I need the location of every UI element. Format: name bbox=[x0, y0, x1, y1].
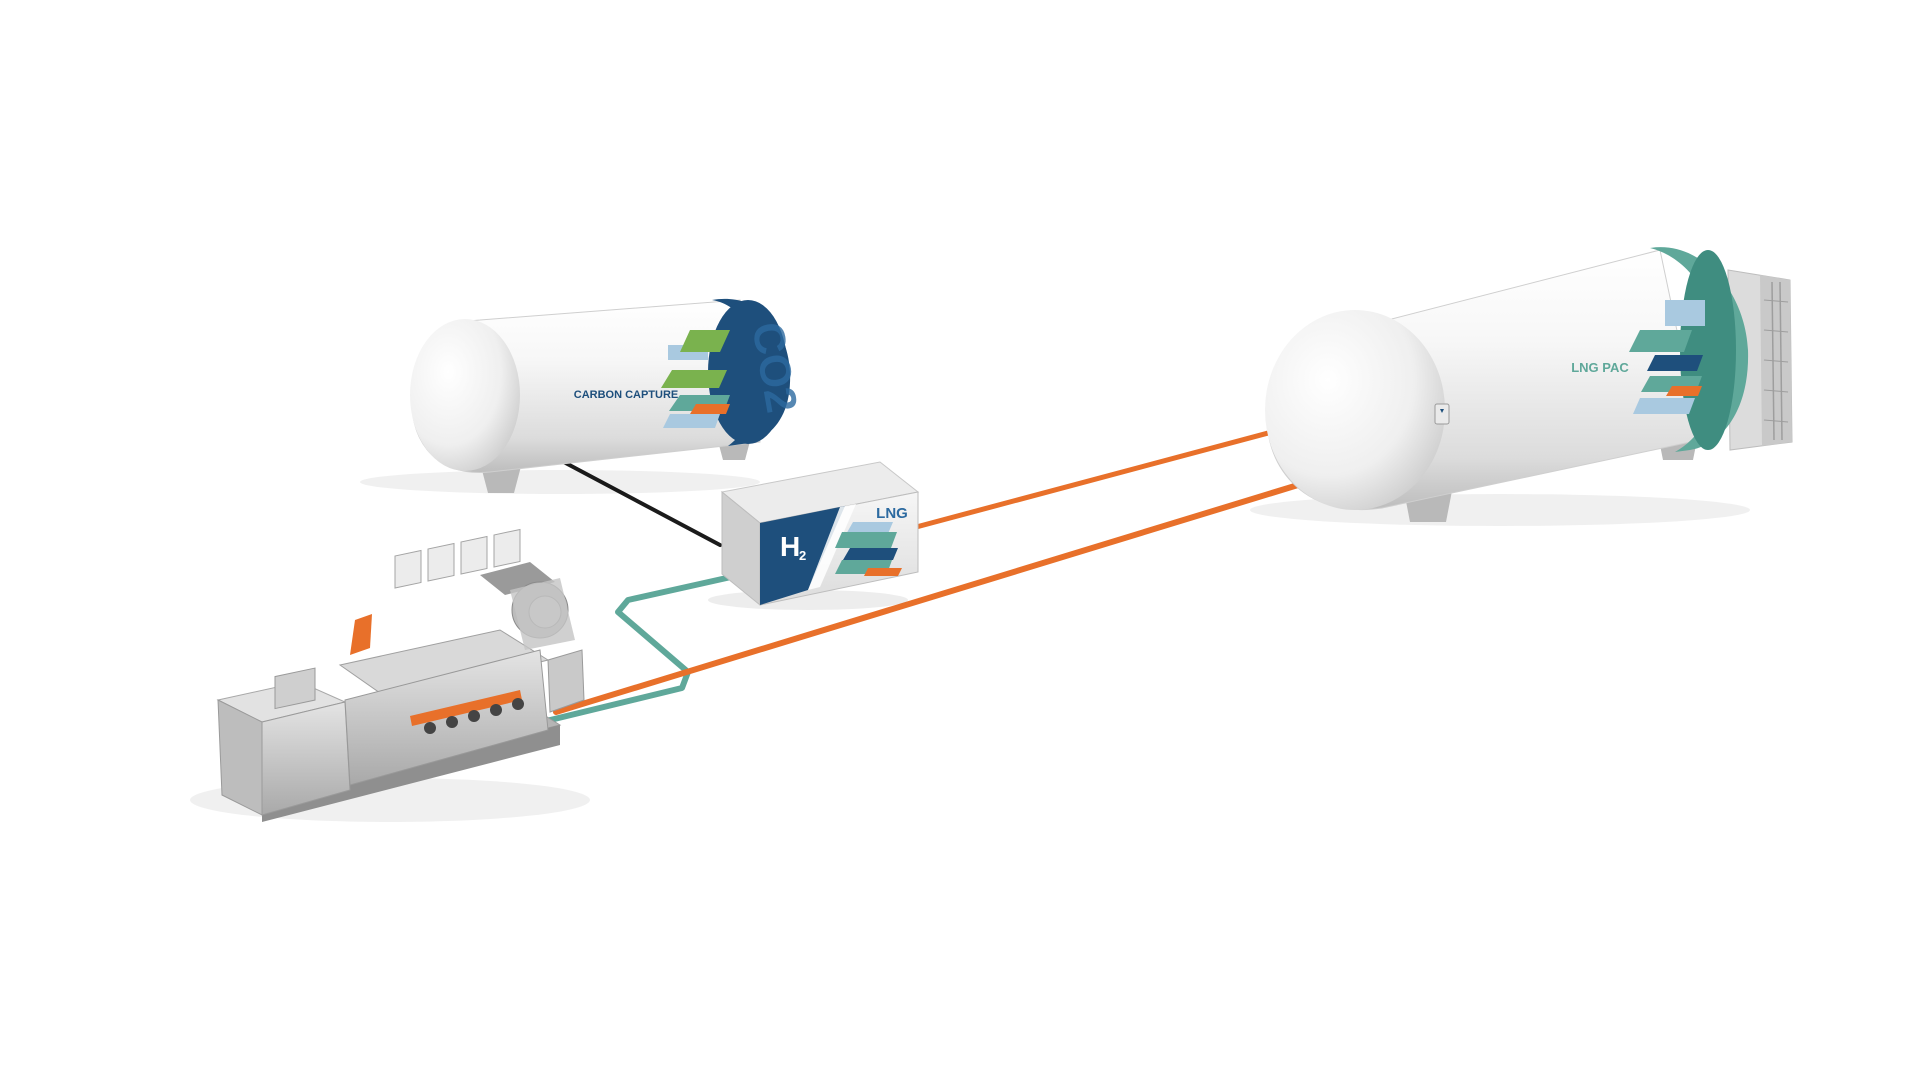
carbon-capture-tank: CO2 CARBON CAPTURE bbox=[360, 298, 806, 494]
black-pipe bbox=[558, 458, 722, 547]
generator bbox=[216, 667, 351, 816]
engine-genset bbox=[190, 528, 590, 822]
lng-cold-box bbox=[1727, 269, 1793, 451]
turbocharger bbox=[480, 562, 575, 650]
lng-pac-tank: LNG PAC bbox=[1250, 247, 1793, 526]
nameplate bbox=[1434, 403, 1450, 425]
h2-subscript: 2 bbox=[799, 548, 806, 563]
pipes bbox=[539, 429, 1301, 725]
orange-pipe-upper bbox=[902, 429, 1275, 533]
h2-label: H bbox=[780, 531, 800, 562]
lng-module-label: LNG bbox=[876, 505, 908, 522]
brand-graphic bbox=[1629, 300, 1705, 414]
lng-pac-label: LNG PAC bbox=[1571, 360, 1629, 375]
orange-pipe-lower bbox=[553, 482, 1301, 715]
brand-graphic bbox=[661, 330, 730, 428]
engine-block bbox=[338, 528, 585, 786]
brand-graphic bbox=[835, 522, 902, 576]
fuel-module: H 2 LNG bbox=[708, 461, 920, 610]
teal-pipe bbox=[539, 572, 743, 725]
carbon-capture-label: CARBON CAPTURE bbox=[574, 389, 679, 401]
